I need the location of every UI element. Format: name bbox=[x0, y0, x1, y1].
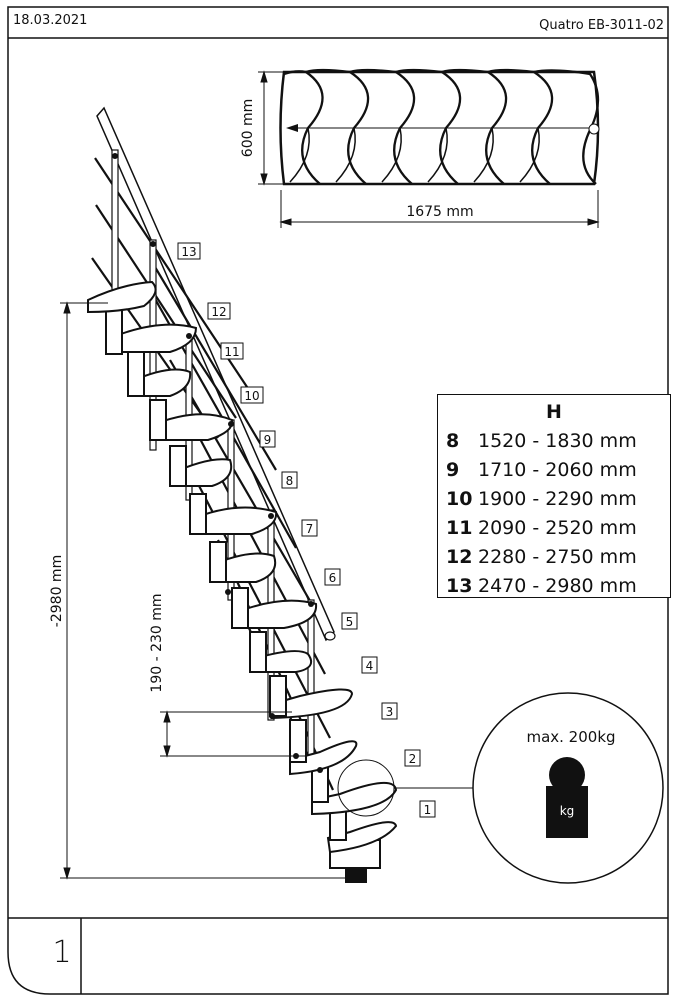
max-load-label: max. 200kg bbox=[526, 728, 615, 746]
step-numbers: 1 2 3 4 5 6 7 8 9 10 11 12 13 bbox=[181, 245, 431, 817]
staircase bbox=[87, 106, 398, 883]
step-number: 11 bbox=[224, 345, 239, 359]
frame bbox=[7, 6, 669, 995]
steps-count: 11 bbox=[446, 517, 473, 539]
plan-depth-label: 600 mm bbox=[240, 99, 256, 157]
height-dimensions bbox=[60, 301, 346, 880]
height-table-title: H bbox=[546, 401, 562, 423]
tread-8 bbox=[189, 506, 278, 583]
load-callout: kg max. 200kg bbox=[337, 692, 664, 884]
step-rise-label: 190 - 230 mm bbox=[149, 593, 165, 692]
height-range: 2470 - 2980 mm bbox=[478, 575, 637, 597]
steps-count: 12 bbox=[446, 546, 473, 568]
tread-10 bbox=[149, 413, 234, 487]
page-number: 1 bbox=[52, 935, 71, 970]
tread-13 bbox=[87, 280, 157, 355]
date-label: 18.03.2021 bbox=[13, 13, 87, 28]
step-number: 13 bbox=[181, 245, 196, 259]
total-height-label: -2980 mm bbox=[49, 555, 65, 627]
step-number: 6 bbox=[329, 571, 337, 585]
height-range: 2090 - 2520 mm bbox=[478, 517, 637, 539]
height-table-row: 9 1710 - 2060 mm bbox=[438, 456, 670, 485]
weight-icon: kg bbox=[546, 757, 588, 838]
height-range: 1520 - 1830 mm bbox=[478, 430, 637, 452]
steps-count: 9 bbox=[446, 459, 460, 481]
weight-kg-label: kg bbox=[560, 804, 575, 818]
model-label: Quatro EB-3011-02 bbox=[539, 18, 664, 33]
plan-width-label: 1675 mm bbox=[406, 204, 473, 220]
step-number-boxes bbox=[177, 242, 436, 818]
step-number: 1 bbox=[424, 803, 432, 817]
steps-count: 8 bbox=[446, 430, 460, 452]
tread-2 bbox=[311, 781, 398, 841]
height-range: 1710 - 2060 mm bbox=[478, 459, 637, 481]
tread-4 bbox=[271, 688, 354, 763]
tread-6 bbox=[231, 599, 318, 673]
tread-3 bbox=[289, 740, 358, 803]
height-range: 1900 - 2290 mm bbox=[478, 488, 637, 510]
height-table-row: 8 1520 - 1830 mm bbox=[438, 427, 670, 456]
step-number: 3 bbox=[386, 705, 394, 719]
step-number: 10 bbox=[244, 389, 259, 403]
step-number: 8 bbox=[286, 474, 294, 488]
step-number: 5 bbox=[346, 615, 354, 629]
step-number: 9 bbox=[264, 433, 272, 447]
step-number: 12 bbox=[211, 305, 226, 319]
tread-11 bbox=[129, 368, 192, 441]
step-number: 7 bbox=[306, 522, 314, 536]
tread-12 bbox=[109, 323, 198, 397]
fixings bbox=[112, 153, 323, 773]
steps-count: 10 bbox=[446, 488, 473, 510]
step-number: 2 bbox=[409, 752, 417, 766]
height-range: 2280 - 2750 mm bbox=[478, 546, 637, 568]
tread-1 bbox=[326, 821, 398, 883]
steps-count: 13 bbox=[446, 575, 473, 597]
step-number: 4 bbox=[366, 659, 374, 673]
plan-view bbox=[279, 68, 600, 186]
plan-dimensions bbox=[258, 70, 600, 228]
treads bbox=[87, 280, 398, 883]
